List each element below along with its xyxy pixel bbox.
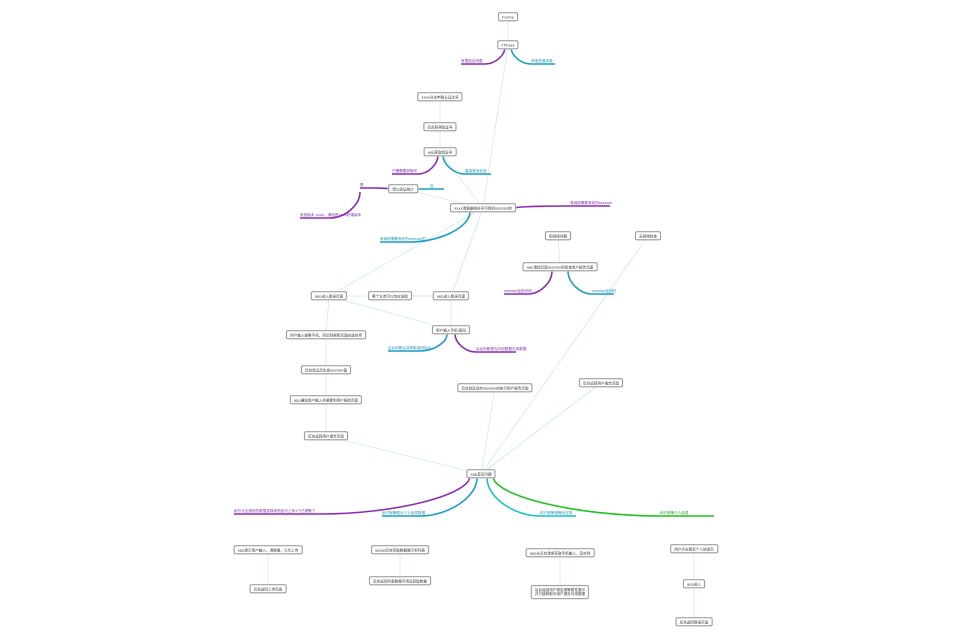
node-n5[interactable]: app获取验证号 bbox=[423, 147, 457, 157]
node-n24[interactable]: app从后台获取数据展示到列表 bbox=[371, 545, 429, 555]
node-ftp[interactable]: FTP.exe bbox=[497, 40, 519, 50]
connector-line bbox=[480, 382, 602, 475]
node-n4[interactable]: 后台获得验证号 bbox=[423, 122, 457, 132]
branch-line-purple bbox=[504, 270, 553, 295]
node-n21[interactable]: app首页问题 bbox=[466, 469, 496, 479]
connector-line bbox=[480, 387, 496, 475]
connector-line bbox=[325, 295, 330, 336]
edge-label: 用户报警报警页目录 bbox=[540, 511, 573, 515]
edge-label: session返回可用 bbox=[504, 289, 532, 293]
node-n9[interactable]: 无网络检查 bbox=[635, 231, 661, 241]
edge-label: 其他资源消费 bbox=[531, 59, 553, 63]
node-n18[interactable]: 后台验证后的session的执行用户报告页面 bbox=[457, 383, 533, 393]
branch-line-purple bbox=[234, 475, 471, 515]
connector-line bbox=[450, 207, 484, 297]
branch-line-teal bbox=[380, 211, 471, 243]
node-n28[interactable]: 用户点击跳至个人信息页 bbox=[670, 544, 718, 554]
connector-line bbox=[439, 151, 484, 209]
node-n17[interactable]: app通知用户输入并报警到用户报检页面 bbox=[289, 395, 363, 405]
edge-label: 用户报警展示个人信息数据 bbox=[382, 511, 426, 515]
edge-label: 后台判断后并获取返回后台 bbox=[388, 346, 432, 350]
branch-line-teal bbox=[382, 477, 478, 517]
node-n26[interactable]: app从后台请求获取手机输入，其实到 bbox=[525, 548, 595, 558]
edge-label: 后台判断是否可用数据可用数据 bbox=[476, 347, 527, 351]
node-n19[interactable]: 后台返回用户报告页面 bbox=[304, 431, 348, 441]
connector-line bbox=[325, 435, 482, 475]
node-n20[interactable]: 后台返回用户报告页面 bbox=[579, 378, 623, 388]
branch-line-purple bbox=[454, 333, 516, 353]
node-n6[interactable]: 博以验证统计 bbox=[388, 184, 418, 194]
branch-line-teal bbox=[442, 154, 491, 175]
node-n25[interactable]: 后台返回列表数据可用及获取数据 bbox=[369, 576, 431, 586]
edge-label: 只需需要获取号 bbox=[392, 169, 418, 173]
node-n12[interactable]: 第个主流可以有应运取 bbox=[368, 291, 412, 301]
edge-label: 用户报警个人信息 bbox=[660, 511, 689, 515]
edge-label: 有限验证消费 bbox=[461, 59, 483, 63]
branch-line-green bbox=[492, 475, 714, 517]
node-start[interactable]: Fcyme bbox=[498, 12, 518, 22]
edge-label: session返回时 bbox=[592, 289, 617, 293]
connector-line bbox=[328, 295, 452, 331]
branch-line-teal bbox=[388, 333, 448, 352]
edge-label: 系统版本 xxxx，请检查xxxx终端版本 bbox=[300, 213, 362, 217]
connector-line bbox=[328, 207, 484, 297]
node-n29[interactable]: app进入 bbox=[683, 579, 705, 589]
edge-label: 用户点击报检的数据选择到指定可上传1个已报警了 bbox=[234, 509, 316, 513]
branch-line-purple bbox=[461, 46, 506, 65]
node-n8[interactable]: 和网络问题 bbox=[545, 231, 571, 241]
edge-label: 有网络需要有效的session的 bbox=[380, 237, 426, 241]
node-n3[interactable]: xxxx对关申载认证文号 bbox=[417, 92, 463, 102]
edge-label: 否 bbox=[430, 184, 434, 188]
node-n23[interactable]: 后台返回上传完成 bbox=[249, 584, 287, 594]
node-n13[interactable]: app进入登录页面 bbox=[432, 291, 470, 301]
node-n27[interactable]: 后台返回用户报告报警属性展示 并只能获取可用户报告可用数据 bbox=[530, 585, 590, 599]
edge-label: 有网络需要有效的session bbox=[570, 201, 613, 205]
edge-label: 是 bbox=[360, 183, 364, 187]
node-n16[interactable]: 后台验证后生成session值 bbox=[300, 365, 352, 375]
node-n14[interactable]: 用户输入手机/密码 bbox=[432, 325, 470, 335]
branch-line-purple bbox=[512, 205, 610, 209]
connector-line bbox=[480, 235, 649, 475]
node-n11[interactable]: app进入登录页面 bbox=[310, 291, 348, 301]
branch-line-purple bbox=[392, 154, 439, 175]
node-n7[interactable]: xxxx请根据相关号可用和session的 bbox=[450, 203, 516, 213]
branch-line-purple bbox=[360, 187, 392, 190]
connector-line bbox=[482, 44, 509, 209]
branch-line-cyan bbox=[486, 477, 576, 517]
node-n22[interactable]: app提示用户输入，请根据，只为上传 bbox=[233, 545, 303, 555]
branch-line-teal bbox=[567, 270, 614, 295]
branch-line-purple bbox=[300, 191, 361, 219]
node-n30[interactable]: 后台返回登录页面 bbox=[675, 617, 713, 627]
connector-line bbox=[557, 235, 561, 268]
edge-label: 直接登录检查 bbox=[465, 169, 487, 173]
node-n10[interactable]: app请检后面session和检查用户报告页面 bbox=[522, 262, 598, 272]
node-n15[interactable]: 用户输入报警手机，而后到更新后面向监控项 bbox=[286, 330, 366, 340]
branch-line-teal bbox=[510, 46, 555, 65]
